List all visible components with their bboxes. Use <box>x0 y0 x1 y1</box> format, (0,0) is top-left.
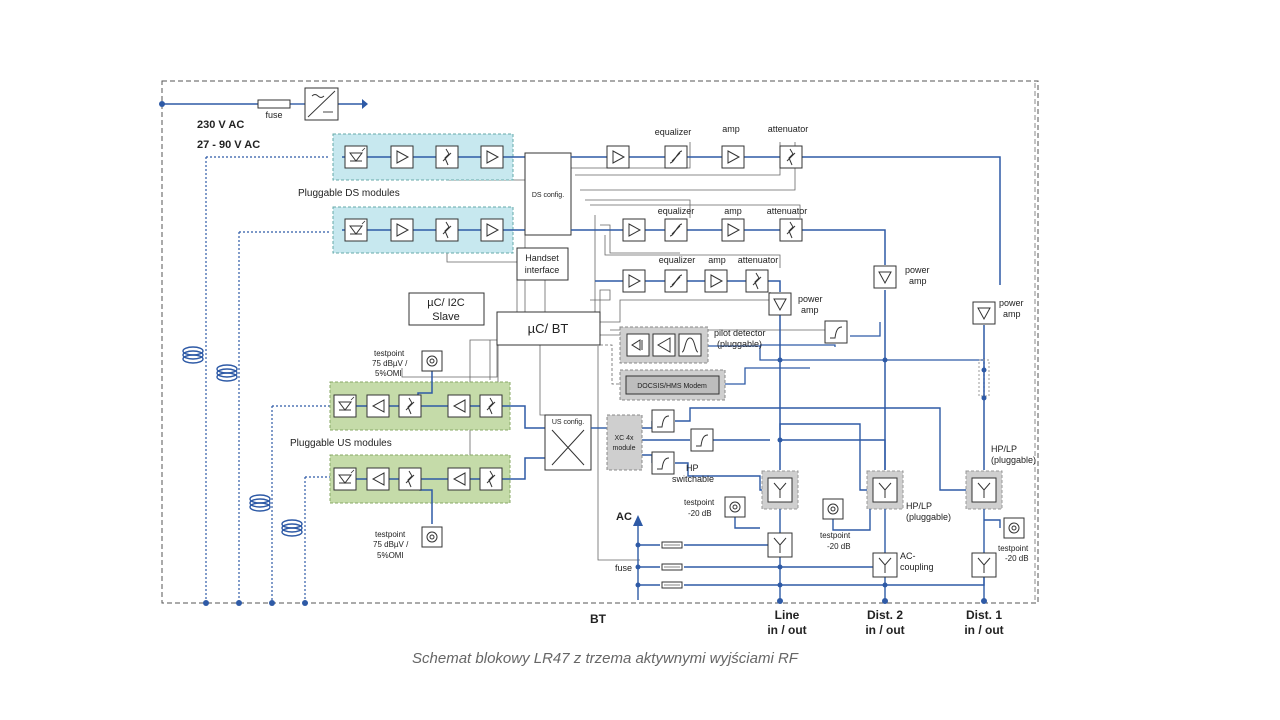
svg-text:AC-: AC- <box>900 551 916 561</box>
port-dist1: Dist. 1 <box>966 608 1002 622</box>
svg-text:equalizer: equalizer <box>655 127 692 137</box>
svg-text:testpoint: testpoint <box>820 531 851 540</box>
svg-text:DOCSIS/HMS Modem: DOCSIS/HMS Modem <box>637 383 707 390</box>
coil-icon <box>182 346 204 364</box>
coil-icon <box>216 364 238 382</box>
svg-text:amp: amp <box>909 276 927 286</box>
svg-text:amp: amp <box>1003 309 1021 319</box>
svg-text:amp: amp <box>722 124 740 134</box>
svg-text:attenuator: attenuator <box>767 206 808 216</box>
svg-text:Slave: Slave <box>432 311 460 323</box>
svg-text:module: module <box>613 445 636 452</box>
us-modules-label: Pluggable US modules <box>290 438 392 449</box>
svg-text:µC/ I2C: µC/ I2C <box>427 297 465 309</box>
uc-i2c-slave[interactable] <box>408 292 485 326</box>
svg-text:µC/ BT: µC/ BT <box>528 321 569 336</box>
testpoint-icon <box>822 498 844 520</box>
figure-caption: Schemat blokowy LR47 z trzema aktywnymi … <box>412 650 798 667</box>
ac230-label: 230 V AC <box>197 119 244 131</box>
coil-icon <box>249 494 271 512</box>
testpoint-icon <box>1003 517 1025 539</box>
svg-text:fuse: fuse <box>615 563 632 573</box>
svg-text:US config.: US config. <box>552 419 584 426</box>
svg-text:testpoint: testpoint <box>375 530 406 539</box>
power-amp-dist1 <box>972 301 996 325</box>
diplexer-dist1 <box>971 477 997 503</box>
power-amp-line <box>768 292 792 316</box>
xc-4x-module[interactable] <box>606 414 643 471</box>
svg-text:in / out: in / out <box>767 623 806 637</box>
svg-text:XC 4x: XC 4x <box>614 435 634 442</box>
svg-text:interface: interface <box>525 265 560 275</box>
us-config-block[interactable] <box>544 414 592 471</box>
svg-text:amp: amp <box>801 305 819 315</box>
svg-text:-20 dB: -20 dB <box>688 509 712 518</box>
svg-text:-20 dB: -20 dB <box>827 542 851 551</box>
ac-label: AC <box>616 511 632 523</box>
coil-icon <box>281 519 303 537</box>
svg-text:pilot detector: pilot detector <box>714 328 766 338</box>
testpoint-icon <box>421 350 443 372</box>
svg-text:coupling: coupling <box>900 562 934 572</box>
power-supply-icon <box>304 87 339 121</box>
svg-text:HP/LP: HP/LP <box>906 501 932 511</box>
svg-text:testpoint: testpoint <box>684 498 715 507</box>
handset-interface[interactable] <box>516 247 569 281</box>
power-amp-dist2 <box>873 265 897 289</box>
block-diagram: fuse 230 V AC 27 - 90 V AC Pluggable DS … <box>159 80 1039 637</box>
svg-text:amp: amp <box>724 206 742 216</box>
port-dist2: Dist. 2 <box>867 608 903 622</box>
svg-text:power: power <box>905 265 930 275</box>
svg-text:HP/LP: HP/LP <box>991 444 1017 454</box>
svg-text:testpoint: testpoint <box>374 349 405 358</box>
svg-text:75 dBµV /: 75 dBµV / <box>373 540 409 549</box>
port-line: Line <box>775 608 800 622</box>
testpoint-icon <box>421 526 443 548</box>
svg-text:power: power <box>999 298 1024 308</box>
svg-text:5%OMI: 5%OMI <box>375 369 402 378</box>
fuse-label: fuse <box>265 110 282 120</box>
svg-text:5%OMI: 5%OMI <box>377 551 404 560</box>
svg-text:testpoint: testpoint <box>998 544 1029 553</box>
ac-coupling-dist2 <box>872 552 898 578</box>
svg-text:in / out: in / out <box>865 623 904 637</box>
ac-coupling-line <box>767 532 793 558</box>
diplexer-line <box>767 477 793 503</box>
svg-text:DS config.: DS config. <box>532 192 564 199</box>
svg-text:equalizer: equalizer <box>659 255 696 265</box>
svg-text:power: power <box>798 294 823 304</box>
ds-config-block[interactable] <box>524 152 572 236</box>
bt-label: BT <box>590 612 607 626</box>
diplexer-dist2 <box>872 477 898 503</box>
testpoint-icon <box>724 496 746 518</box>
svg-text:-20 dB: -20 dB <box>1005 554 1029 563</box>
svg-text:equalizer: equalizer <box>658 206 695 216</box>
svg-text:Handset: Handset <box>525 253 559 263</box>
svg-text:switchable: switchable <box>672 474 714 484</box>
svg-text:(pluggable): (pluggable) <box>717 339 762 349</box>
svg-text:75 dBµV /: 75 dBµV / <box>372 359 408 368</box>
ac-coupling-dist1 <box>971 552 997 578</box>
power-wiring <box>162 103 362 603</box>
housing-border <box>161 80 1039 604</box>
svg-text:attenuator: attenuator <box>738 255 779 265</box>
svg-text:(pluggable): (pluggable) <box>991 455 1036 465</box>
svg-text:HP: HP <box>686 463 699 473</box>
ac27-label: 27 - 90 V AC <box>197 139 260 151</box>
svg-text:attenuator: attenuator <box>768 124 809 134</box>
svg-text:in / out: in / out <box>964 623 1003 637</box>
uc-bt-block[interactable] <box>496 311 601 346</box>
svg-text:(pluggable): (pluggable) <box>906 512 951 522</box>
ds-modules-label: Pluggable DS modules <box>298 188 400 199</box>
svg-text:amp: amp <box>708 255 726 265</box>
